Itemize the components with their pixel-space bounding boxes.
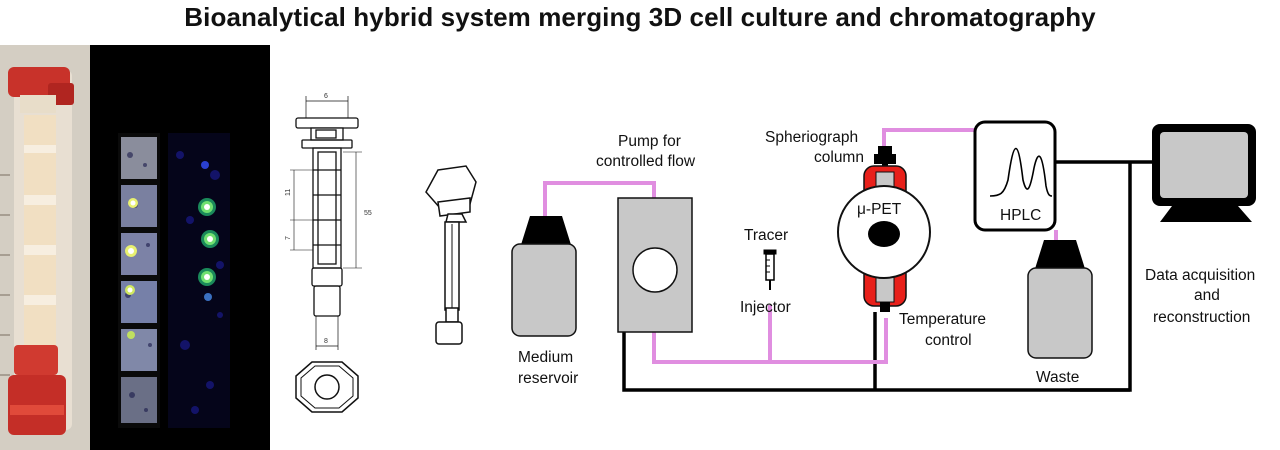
dim-length: 55 [364,210,372,217]
data-cable [622,160,1158,392]
column-photo [0,45,230,450]
label-column-2: column [814,149,864,166]
waste-bottle [1027,240,1093,359]
label-temp-2: control [925,332,972,349]
label-data-1: Data acquisition [1145,267,1255,284]
label-temp-1: Temperature [899,311,986,328]
column-photo-panel [0,45,270,450]
figure-title: Bioanalytical hybrid system merging 3D c… [184,2,1096,32]
medium-reservoir [511,216,577,337]
label-medium-2: reservoir [518,370,578,387]
hplc-unit [973,120,1057,232]
label-tracer: Tracer [744,227,788,244]
column-technical-drawing [290,96,362,413]
injector-syringe-icon [763,249,777,290]
computer-icon [1152,124,1256,222]
pump [617,197,693,333]
dim-bottom: 8 [324,338,328,345]
label-hplc: HPLC [1000,207,1041,224]
column-3d-sketch [425,165,477,345]
dim-side-b: 7 [285,236,292,240]
label-upet: μ-PET [857,201,902,218]
dim-side-a: 11 [285,189,292,196]
spheriograph-column [863,146,907,312]
label-injector: Injector [740,299,791,316]
dim-top: 6 [324,93,328,100]
label-data-3: reconstruction [1153,309,1250,326]
heater-jacket [863,165,907,307]
label-medium-1: Medium [518,349,573,366]
label-column-1: Spheriograph [765,129,858,146]
label-pump-1: Pump for [618,133,681,150]
label-pump-2: controlled flow [596,153,696,170]
upet-scanner [837,185,931,279]
label-data-2: and [1194,287,1220,304]
label-waste: Waste [1036,369,1079,386]
tubing [543,128,1058,364]
